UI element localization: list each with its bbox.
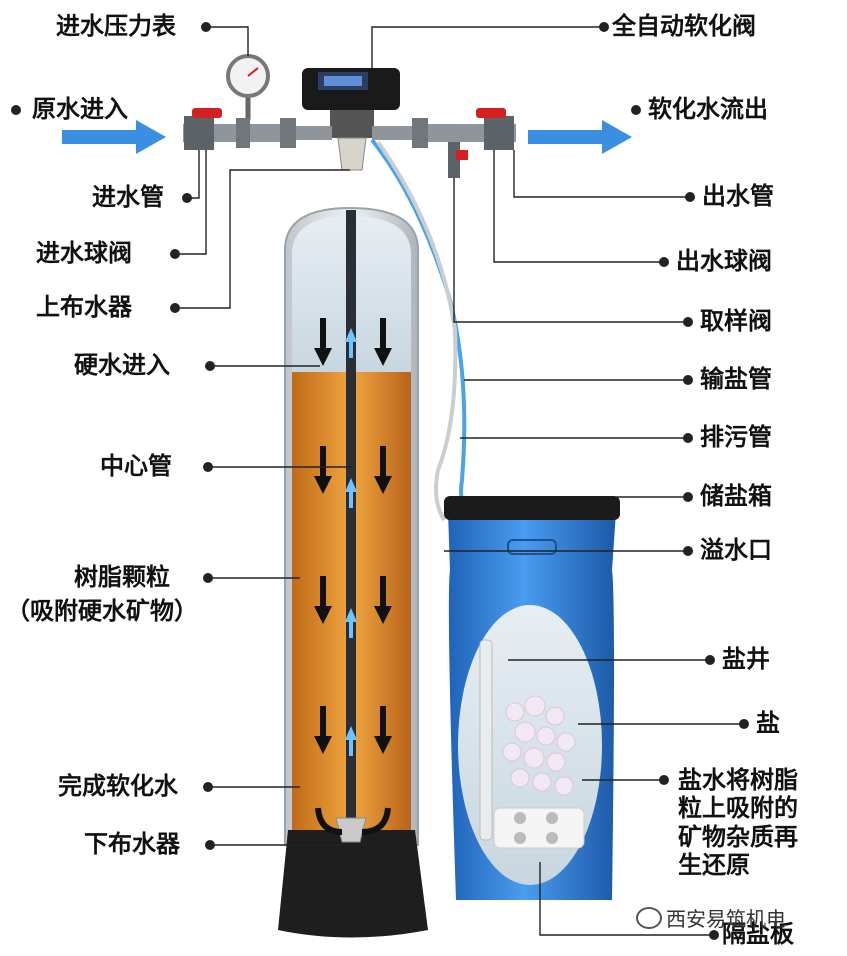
leader-lines xyxy=(180,26,740,936)
watermark: 西安易筑机电 xyxy=(636,903,786,932)
watermark-text: 西安易筑机电 xyxy=(666,907,786,931)
outlet-valve-handle xyxy=(476,108,506,118)
label-inlet-ball-valve: 进水球阀 xyxy=(36,239,132,267)
label-outlet-pipe: 出水管 xyxy=(702,182,774,210)
flow-arrows-down xyxy=(314,318,392,835)
label-regeneration-line-2: 粒上吸附的 xyxy=(678,794,798,823)
label-brine-plate: 隔盐板 xyxy=(722,920,794,948)
label-sampling-valve: 取样阀 xyxy=(700,307,772,335)
inlet-valve-handle xyxy=(192,108,222,118)
label-salt: 盐 xyxy=(756,709,780,737)
label-regeneration: 盐水将树脂 粒上吸附的 矿物杂质再 生还原 xyxy=(678,766,798,879)
resin-tank xyxy=(278,206,428,938)
label-center-pipe: 中心管 xyxy=(100,452,172,480)
inlet-piping xyxy=(183,108,332,150)
center-pipe xyxy=(346,210,356,840)
label-drain-line: 排污管 xyxy=(700,423,772,451)
tank-base xyxy=(278,830,428,938)
overflow-port xyxy=(507,539,557,555)
label-resin-desc: （吸附硬水矿物） xyxy=(6,597,198,625)
label-lower-distributor: 下布水器 xyxy=(84,830,180,858)
label-raw-water-in: 原水进入 xyxy=(32,95,128,123)
label-hard-water-in: 硬水进入 xyxy=(74,351,170,379)
label-outlet-ball-valve: 出水球阀 xyxy=(676,247,772,275)
label-regeneration-line-4: 生还原 xyxy=(678,850,750,879)
label-soft-water-out: 软化水流出 xyxy=(648,95,768,123)
label-regeneration-line-3: 矿物杂质再 xyxy=(678,822,798,851)
label-softened-done: 完成软化水 xyxy=(58,772,178,800)
drain-line xyxy=(376,140,458,522)
salt-pellets xyxy=(502,695,576,796)
label-overflow: 溢水口 xyxy=(700,536,772,564)
wechat-icon xyxy=(636,907,662,929)
dot-marker-icon xyxy=(11,22,749,940)
label-pressure-gauge: 进水压力表 xyxy=(56,12,176,40)
label-inlet-pipe: 进水管 xyxy=(92,183,164,211)
flow-arrows-up xyxy=(345,328,357,756)
brine-line xyxy=(370,138,472,514)
outlet-piping xyxy=(372,108,516,178)
auto-valve-head xyxy=(302,68,400,171)
brine-tank xyxy=(444,496,620,900)
label-brine-tank: 储盐箱 xyxy=(700,482,772,510)
label-resin: 树脂颗粒 xyxy=(74,563,170,591)
label-auto-valve: 全自动软化阀 xyxy=(612,12,756,40)
pressure-gauge xyxy=(226,54,270,120)
salt-well xyxy=(479,639,493,841)
brine-plate xyxy=(493,807,585,849)
label-regeneration-line-1: 盐水将树脂 xyxy=(678,766,798,794)
label-upper-distributor: 上布水器 xyxy=(36,293,132,321)
label-brine-line: 输盐管 xyxy=(700,365,772,393)
label-salt-well: 盐井 xyxy=(722,645,770,673)
flow-arrow-icon xyxy=(62,120,632,154)
